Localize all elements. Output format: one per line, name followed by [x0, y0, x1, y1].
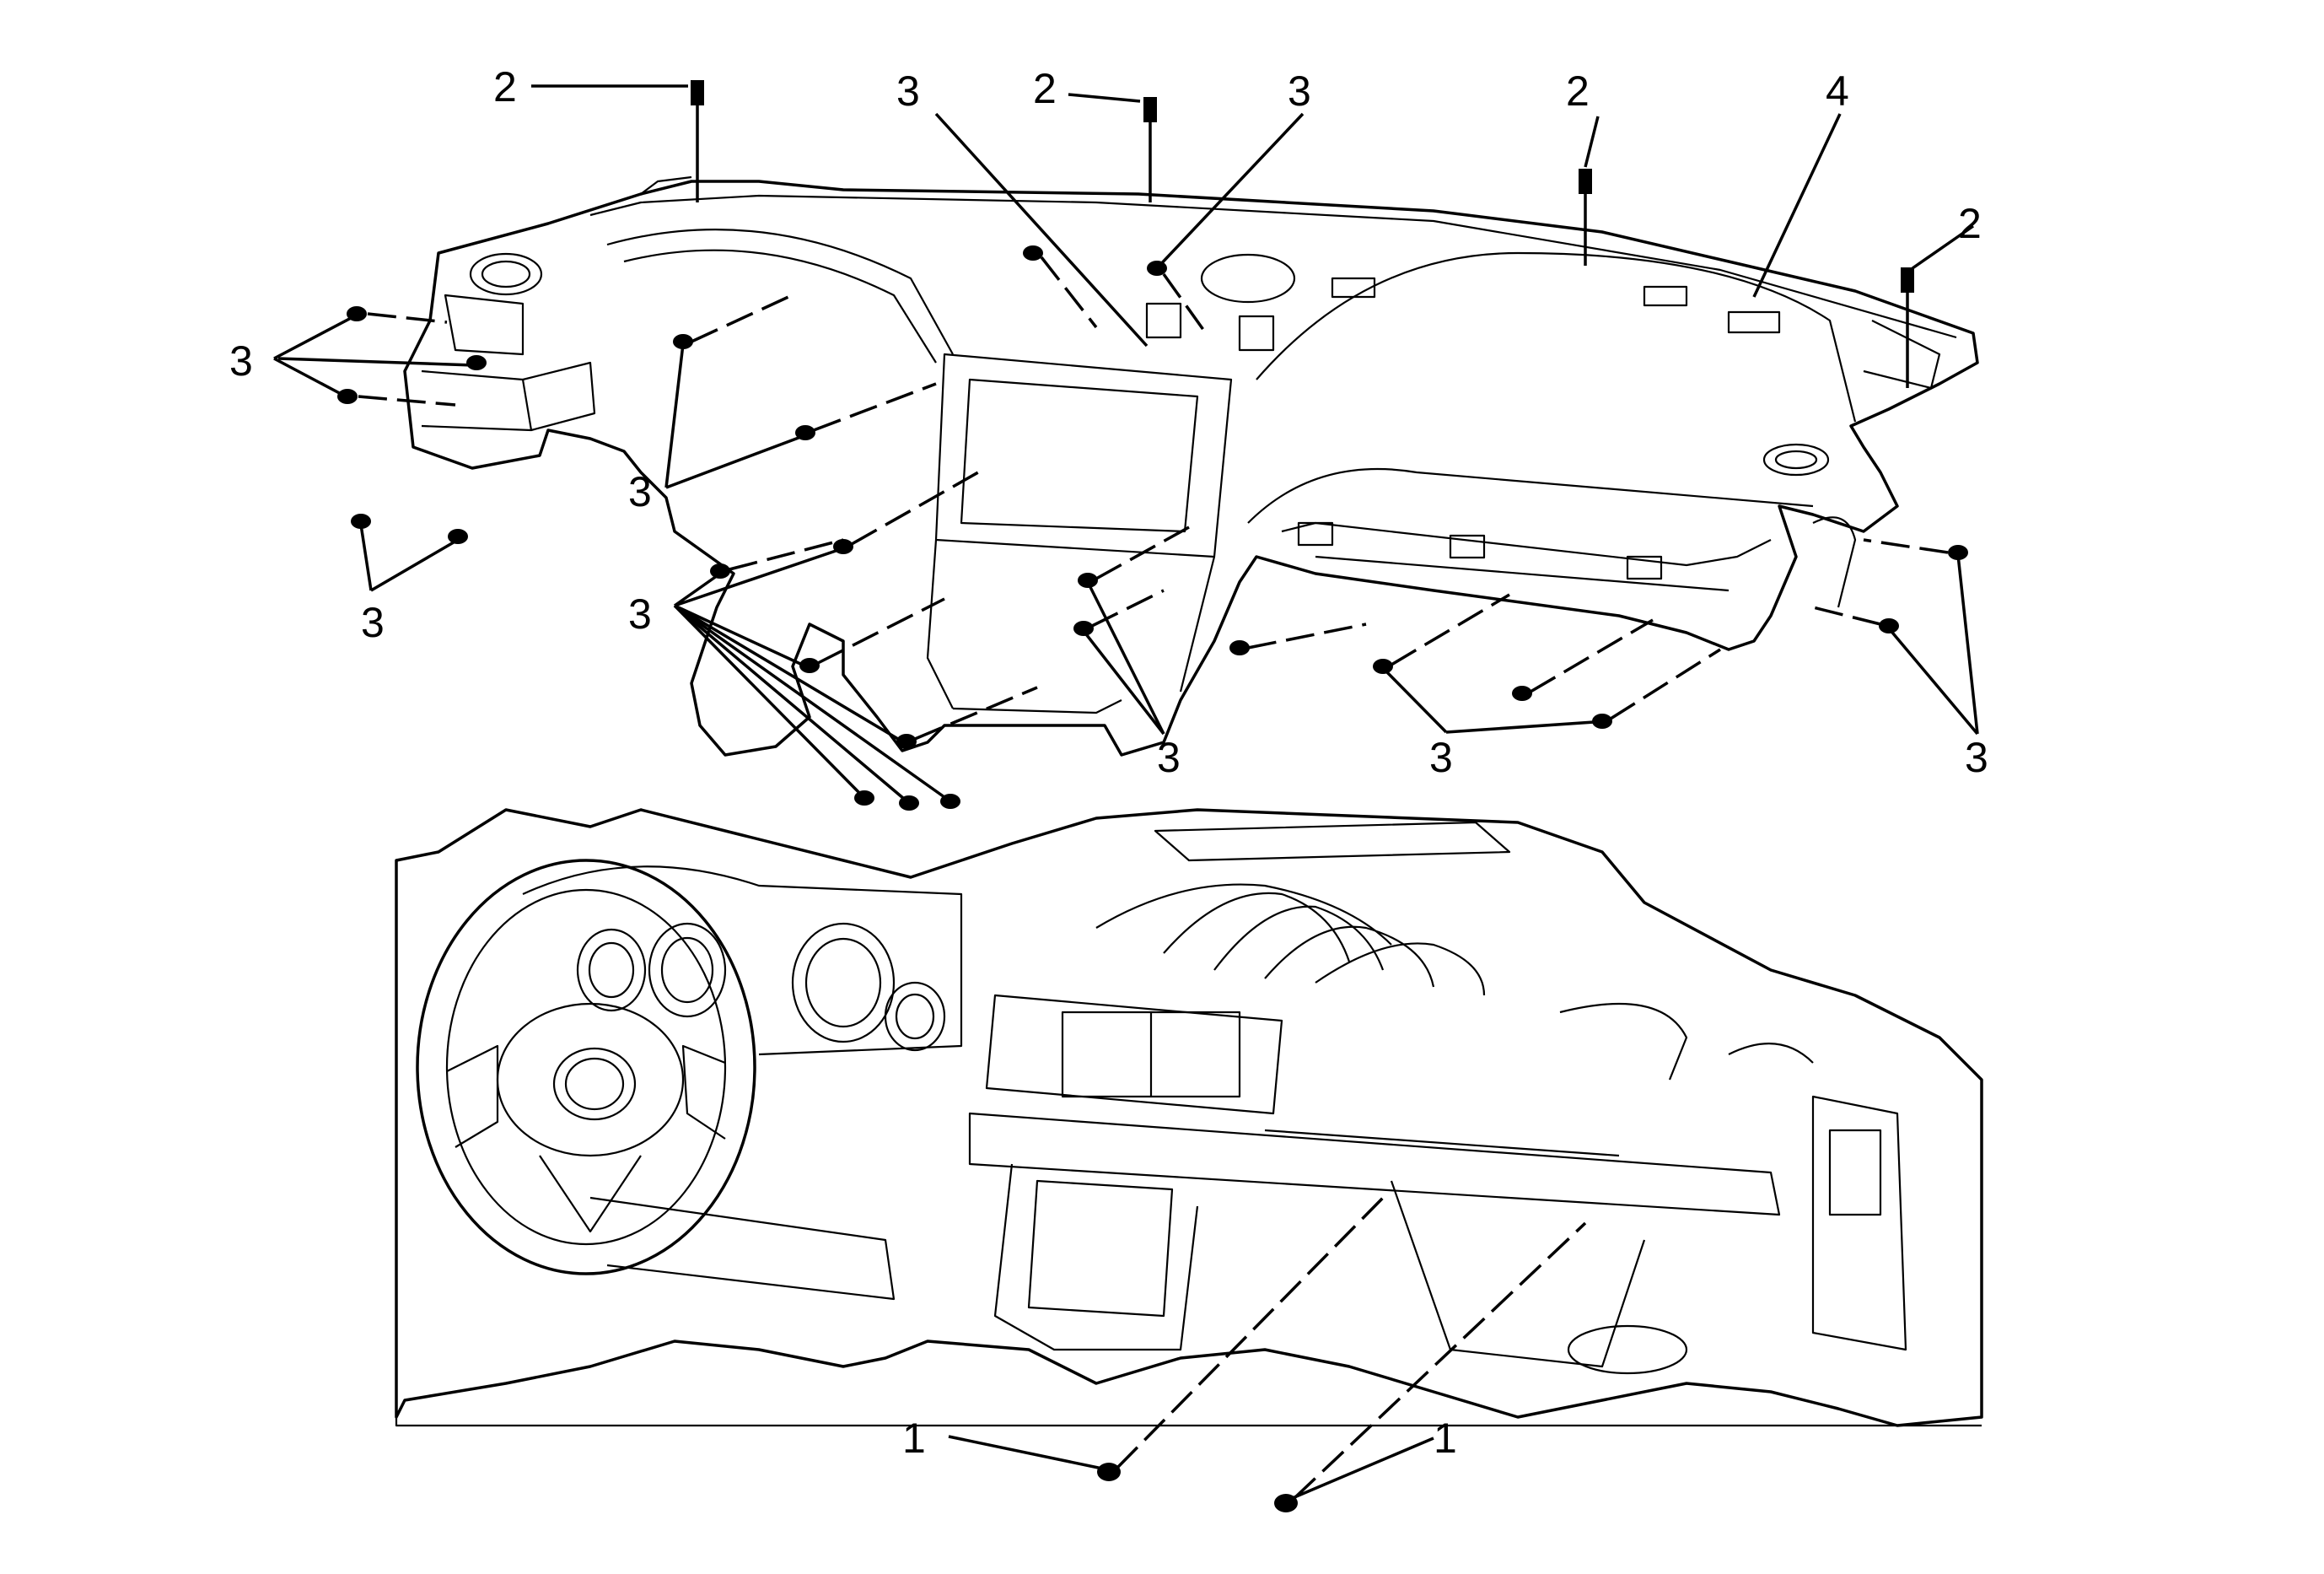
label-2-top-right: 2: [1566, 67, 1590, 115]
bolt-top-4-icon: [1901, 267, 1914, 293]
callout-labels: 2 3 2 3 2 4 2 3 3 3 3 3 3 3 1 1: [229, 63, 1988, 1462]
label-3-left-lower: 3: [361, 599, 385, 646]
steering-wheel: [416, 859, 756, 1275]
label-3-upper-center: 3: [1288, 67, 1311, 115]
leader-lines: [273, 84, 1979, 1501]
label-3-center-right: 3: [1429, 734, 1453, 781]
fastener-markers: [337, 80, 1968, 1512]
label-4: 4: [1826, 67, 1849, 115]
label-1-left: 1: [902, 1415, 926, 1462]
instrument-panel-upper-trim: [403, 175, 1979, 757]
label-3-center: 3: [1157, 734, 1181, 781]
label-3-center-left-upper: 3: [628, 468, 652, 515]
label-2-top-center: 2: [1033, 65, 1057, 112]
label-3-center-left-lower: 3: [628, 590, 652, 638]
bolt-top-2-icon: [1143, 97, 1157, 122]
label-3-right: 3: [1965, 734, 1988, 781]
instrument-cluster: [522, 865, 963, 1056]
instrument-panel-carrier: [395, 808, 1983, 1427]
radio-opening: [985, 994, 1283, 1115]
alignment-lines: [358, 103, 1949, 1500]
label-3-upper-left-center: 3: [896, 67, 920, 115]
label-2-far-right: 2: [1958, 200, 1982, 247]
label-3-left: 3: [229, 337, 253, 385]
label-1-right: 1: [1434, 1415, 1457, 1462]
hvac-duct-assembly: [1095, 821, 1511, 996]
bolt-top-3-icon: [1579, 169, 1592, 194]
label-2-top-left: 2: [493, 63, 517, 111]
bolt-top-1-icon: [691, 80, 704, 105]
